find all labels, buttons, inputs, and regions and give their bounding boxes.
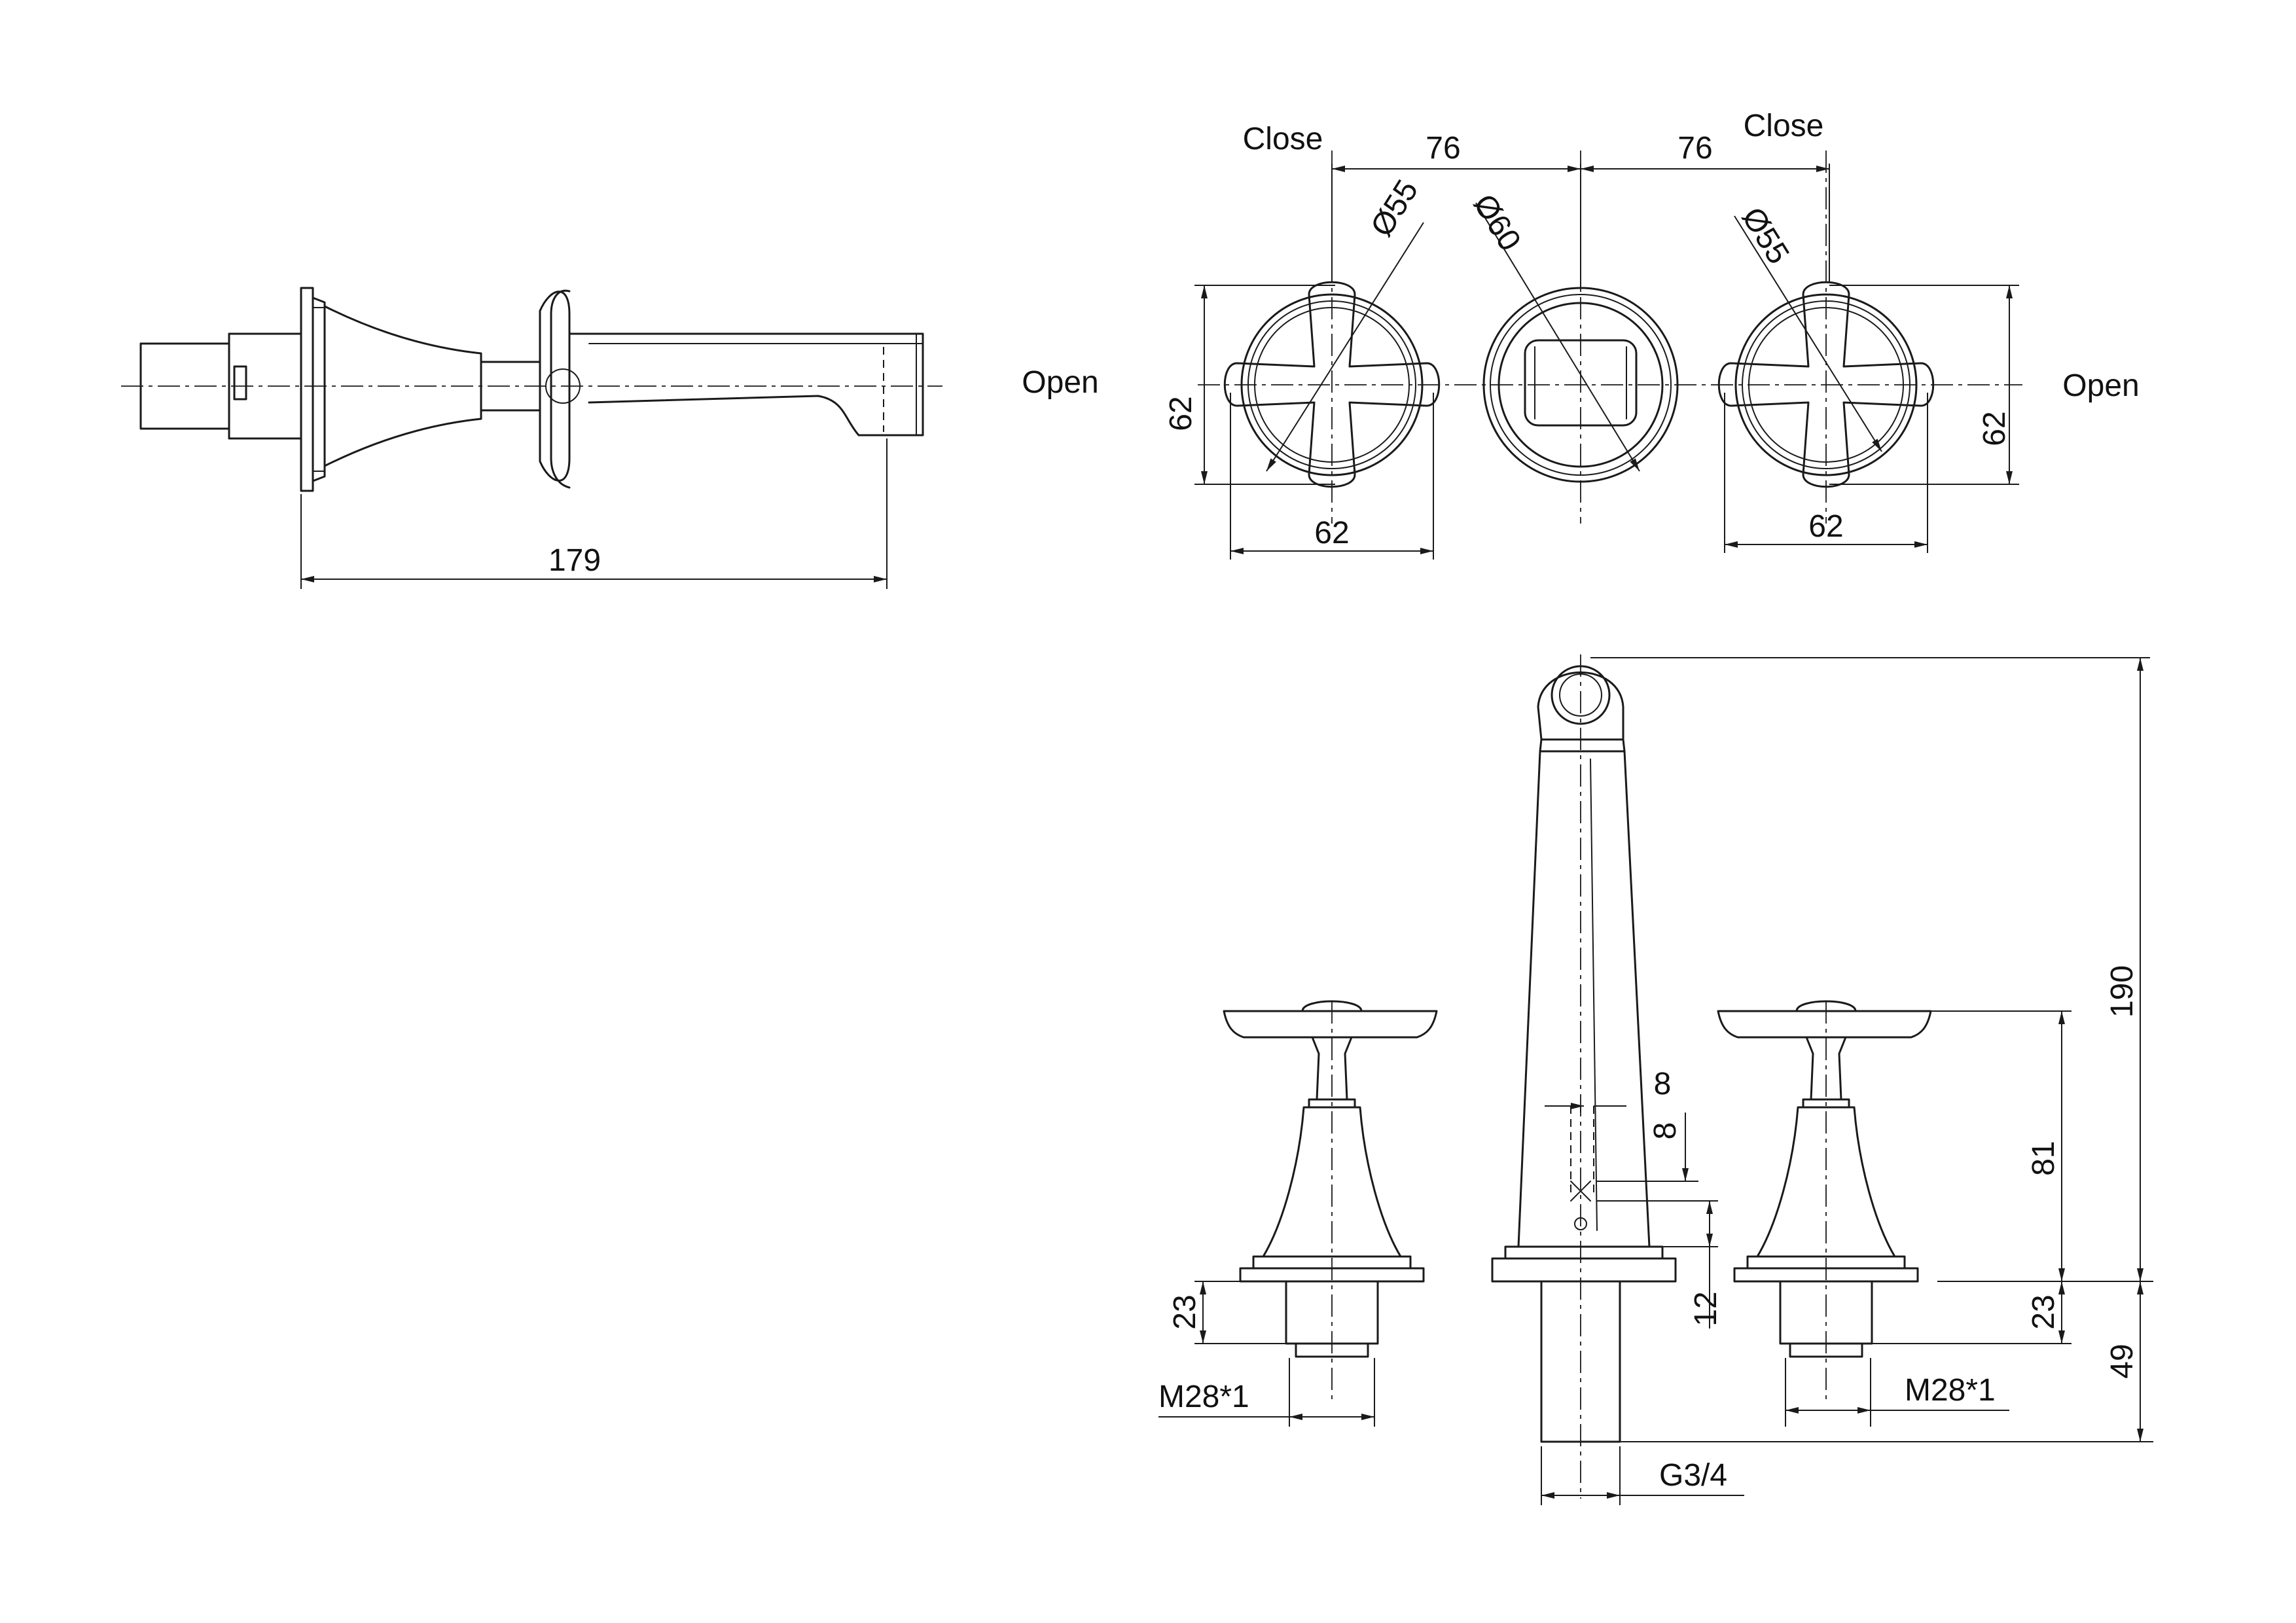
left-cross-handle xyxy=(1223,281,1441,488)
dim-rose-width-left: 62 xyxy=(1314,516,1349,550)
right-cross-handle xyxy=(1717,281,1935,488)
label-close-left: Close xyxy=(1243,122,1323,156)
dim-spout-shank: 49 xyxy=(2105,1344,2140,1378)
side-view-spout: 179 xyxy=(121,287,942,589)
dim-total-height: 190 xyxy=(2105,965,2140,1018)
dim-thread-left: M28*1 xyxy=(1158,1380,1249,1414)
elevation-view: 190 81 23 49 23 M28*1 M28*1 xyxy=(1158,654,2153,1505)
front-view: Ø55 Ø60 Ø55 76 76 62 62 62 62 Close Clo xyxy=(1022,109,2140,560)
dim-rose-width-right: 62 xyxy=(1808,509,1843,544)
dim-spacing-right: 76 xyxy=(1677,131,1712,166)
dim-dia-handle-left: Ø55 xyxy=(1364,174,1425,243)
right-valve-elevation xyxy=(1717,1000,1932,1358)
spout-elevation xyxy=(1491,665,1677,1443)
dim-shank-left: 23 xyxy=(1168,1294,1202,1329)
dim-rose-height-right: 62 xyxy=(1977,411,2012,446)
dim-spout-length: 179 xyxy=(548,543,601,578)
dim-spacing-left: 76 xyxy=(1426,131,1460,166)
label-open-left: Open xyxy=(1022,365,1098,400)
dim-thread-right: M28*1 xyxy=(1905,1373,1996,1408)
dim-thread-spout: G3/4 xyxy=(1659,1458,1727,1493)
dim-dia-handle-right: Ø55 xyxy=(1735,202,1796,270)
dim-shank-right: 23 xyxy=(2026,1294,2061,1329)
spout-rose xyxy=(1482,287,1679,483)
dim-base-to-marker: 12 xyxy=(1689,1291,1723,1326)
label-close-right: Close xyxy=(1744,109,1824,143)
dim-handle-height: 81 xyxy=(2026,1141,2061,1175)
left-valve-elevation xyxy=(1223,1000,1438,1358)
dim-dia-spout: Ø60 xyxy=(1467,188,1528,257)
dim-outlet-offset-y: 8 xyxy=(1648,1122,1683,1140)
label-open-right: Open xyxy=(2062,368,2139,403)
dim-outlet-offset-x: 8 xyxy=(1654,1067,1672,1101)
dim-rose-height-left: 62 xyxy=(1164,396,1198,431)
